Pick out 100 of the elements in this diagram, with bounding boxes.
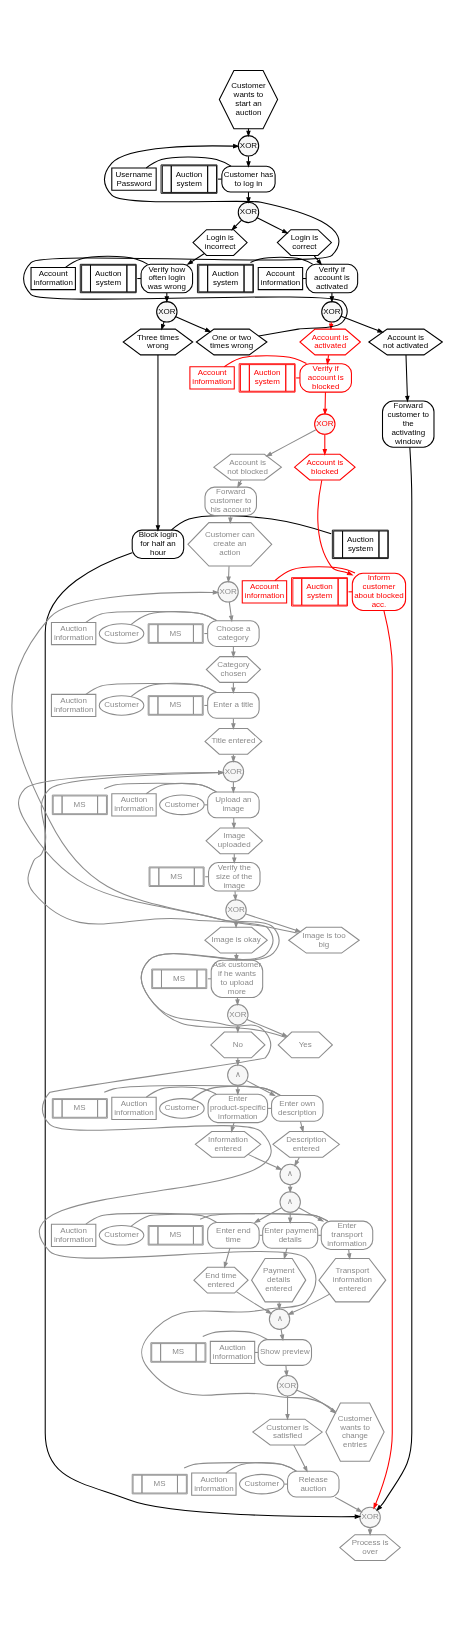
connector: [203, 633, 209, 635]
node-circle: XOR: [314, 413, 336, 435]
arrow: [317, 479, 354, 576]
node-box: Customer has to log in: [221, 165, 276, 193]
arrow: [405, 354, 410, 403]
node-box: Auction information: [111, 1096, 157, 1121]
arrow: [322, 391, 328, 416]
connector: [283, 1483, 288, 1485]
connector: [202, 1330, 268, 1340]
node-circle: XOR: [237, 201, 260, 224]
node-circle: XOR: [217, 581, 239, 603]
node-box: Enter end time: [207, 1221, 260, 1249]
connector: [85, 1212, 217, 1225]
node-box: Enter own description: [271, 1095, 324, 1122]
node-box: Auction information: [50, 1223, 97, 1247]
arrow: [296, 1389, 337, 1414]
node-box: Username Password: [111, 167, 157, 191]
node-box: Account information: [241, 580, 288, 604]
node-circle: XOR: [237, 135, 260, 157]
connector: [223, 355, 307, 368]
node-circle: ∧: [279, 1191, 301, 1213]
node-box: Choose a category: [207, 620, 260, 647]
node-box: Enter transport information: [320, 1220, 374, 1251]
connector: [64, 255, 149, 268]
arrow: [329, 292, 335, 303]
arrow: [283, 1247, 288, 1260]
node-ellipse: Customer: [238, 1473, 285, 1495]
node-ellipse: Customer: [98, 623, 145, 644]
connector: [204, 876, 209, 878]
connector: [203, 704, 209, 706]
arrow: [235, 1057, 241, 1067]
arrow: [237, 479, 243, 489]
connector: [145, 156, 232, 169]
arrow: [231, 219, 243, 231]
connector: [183, 1462, 297, 1472]
node-circle: ∧: [227, 1064, 249, 1086]
node-box: Account information: [257, 266, 304, 291]
connector: [103, 782, 217, 793]
node-box: Enter a title: [207, 692, 260, 719]
node-box: Inform customer about blocked acc.: [351, 572, 407, 611]
arrow: [246, 1018, 289, 1037]
node-box: Account information: [189, 366, 235, 390]
node-box: Release auction: [287, 1470, 340, 1498]
connector: [249, 256, 314, 265]
arrow: [228, 601, 234, 623]
arrow: [373, 610, 393, 1510]
arrow: [155, 354, 161, 532]
arrow: [11, 590, 337, 1413]
arrow: [367, 1527, 373, 1536]
connector: [203, 804, 209, 806]
arrow: [340, 315, 384, 333]
node-box: Verify the size of the image: [208, 862, 261, 892]
node-circle: XOR: [156, 301, 178, 323]
node-box: Enter product-specific information: [207, 1093, 269, 1124]
arrow: [247, 1153, 283, 1171]
arrow: [226, 565, 231, 584]
node-box: Auction information: [209, 1340, 256, 1365]
arrow: [265, 429, 317, 457]
connector: [302, 278, 307, 280]
arrow: [231, 753, 236, 763]
arrow: [293, 1444, 308, 1473]
node-box: Verify how often login was wrong: [140, 263, 194, 294]
arrow: [246, 1080, 277, 1097]
node-box: Block login for half an hour: [131, 529, 185, 560]
node-circle: XOR: [222, 760, 245, 783]
arrow: [298, 1207, 325, 1222]
connector: [130, 682, 217, 698]
node-box: Verify if account is blocked: [299, 363, 352, 393]
node-ellipse: Customer: [98, 1225, 145, 1246]
connector: [130, 610, 217, 626]
connector: [145, 1086, 217, 1098]
arrow: [287, 1293, 331, 1315]
node-box: Auction information: [191, 1472, 237, 1496]
arrow: [232, 890, 238, 902]
node-box: Forward customer to the activating window: [381, 400, 435, 448]
node-ellipse: Customer: [159, 794, 205, 816]
arrow: [44, 552, 362, 1519]
node-box: Show preview: [257, 1339, 313, 1366]
arrow: [284, 1364, 289, 1378]
node-box: Enter payment details: [262, 1221, 319, 1249]
arrow: [334, 1496, 363, 1513]
node-box: Upload an image: [207, 791, 260, 819]
arrow: [235, 1291, 273, 1315]
arrow: [175, 316, 212, 333]
connector: [274, 566, 356, 582]
node-box: Account information: [30, 266, 76, 291]
arrow: [223, 1247, 231, 1269]
connector: [217, 178, 223, 180]
node-circle: XOR: [276, 1375, 299, 1397]
arrow: [253, 1207, 283, 1224]
node-circle: XOR: [225, 899, 247, 921]
arrow: [186, 253, 205, 265]
arrow: [376, 446, 413, 1512]
arrow: [346, 1249, 352, 1260]
connector: [317, 1234, 322, 1236]
arrow: [23, 143, 348, 337]
connector: [207, 978, 212, 980]
node-box: Auction information: [50, 693, 97, 718]
arrow: [231, 817, 237, 830]
node-ellipse: Customer: [98, 695, 145, 716]
